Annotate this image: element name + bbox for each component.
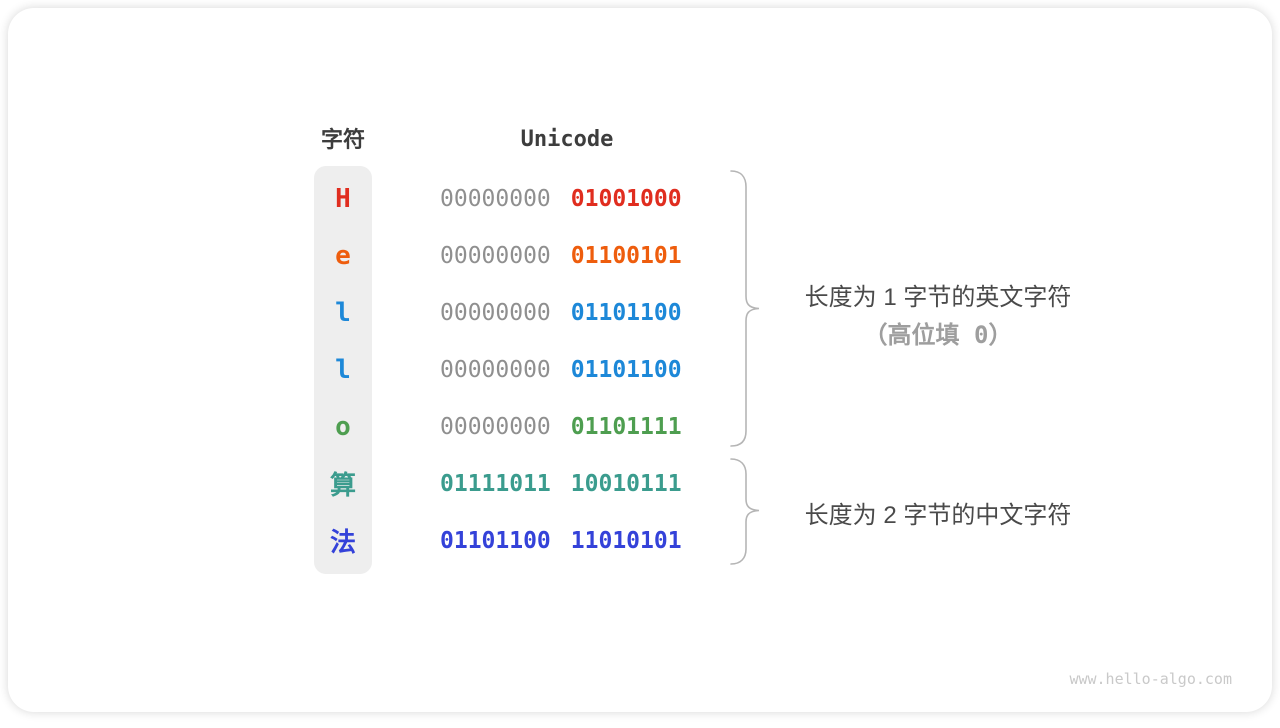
table-row: 法 01101100 11010101 xyxy=(314,512,754,569)
watermark-url: www.hello-algo.com xyxy=(1069,670,1232,688)
character-glyph: l xyxy=(335,354,351,385)
character-glyph: l xyxy=(335,297,351,328)
byte-low: 01001000 xyxy=(570,185,682,212)
byte-high: 01101100 xyxy=(440,527,551,554)
table-row: l 00000000 01101100 xyxy=(314,341,754,398)
table-row: H 00000000 01001000 xyxy=(314,170,754,227)
byte-high: 00000000 xyxy=(440,185,551,212)
column-header-unicode: Unicode xyxy=(520,127,614,152)
character-column-background xyxy=(314,166,372,574)
diagram-card: 字符 Unicode H 00000000 01001000 e 00000000… xyxy=(8,8,1272,712)
unicode-bytes: 00000000 01101100 xyxy=(440,300,682,326)
byte-high: 00000000 xyxy=(440,413,551,440)
byte-high: 00000000 xyxy=(440,299,551,326)
encoding-table: H 00000000 01001000 e 00000000 01100101 l … xyxy=(314,170,754,569)
column-header-character: 字符 xyxy=(320,127,365,152)
annotation-1byte-line1: 长度为 1 字节的英文字符 xyxy=(804,284,1072,311)
character-glyph: H xyxy=(335,183,351,214)
unicode-bytes: 01101100 11010101 xyxy=(440,528,682,554)
character-glyph: 算 xyxy=(329,471,356,501)
annotation-1byte-line2: （高位填 0） xyxy=(863,321,1013,349)
character-glyph: 法 xyxy=(329,528,356,558)
byte-low: 01100101 xyxy=(570,242,682,269)
character-glyph: e xyxy=(335,240,351,271)
table-row: l 00000000 01101100 xyxy=(314,284,754,341)
unicode-bytes: 00000000 01001000 xyxy=(440,186,682,212)
unicode-bytes: 00000000 01101111 xyxy=(440,414,682,440)
byte-low: 11010101 xyxy=(570,527,682,554)
byte-high: 00000000 xyxy=(440,242,551,269)
byte-low: 10010111 xyxy=(570,470,682,497)
unicode-bytes: 00000000 01100101 xyxy=(440,243,682,269)
table-row: o 00000000 01101111 xyxy=(314,398,754,455)
table-row: e 00000000 01100101 xyxy=(314,227,754,284)
byte-low: 01101111 xyxy=(570,413,682,440)
byte-high: 00000000 xyxy=(440,356,551,383)
table-row: 算 01111011 10010111 xyxy=(314,455,754,512)
byte-low: 01101100 xyxy=(570,356,682,383)
byte-high: 01111011 xyxy=(440,470,551,497)
character-glyph: o xyxy=(335,411,351,442)
byte-low: 01101100 xyxy=(570,299,682,326)
annotation-2byte-line1: 长度为 2 字节的中文字符 xyxy=(804,502,1072,529)
unicode-bytes: 01111011 10010111 xyxy=(440,471,682,497)
unicode-bytes: 00000000 01101100 xyxy=(440,357,682,383)
